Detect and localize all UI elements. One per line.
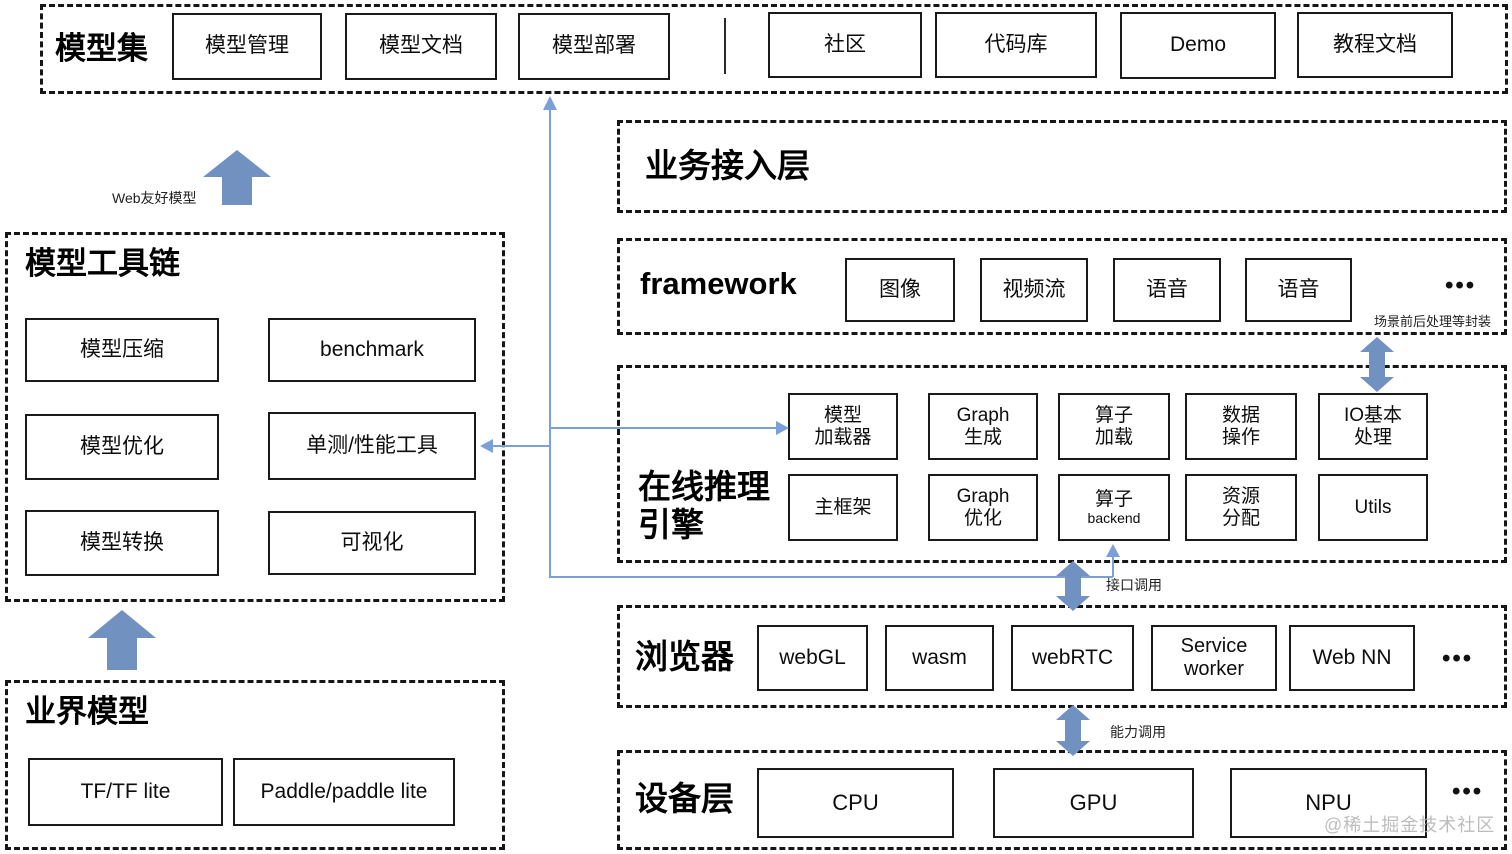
double-arrow-capability-call xyxy=(1056,705,1090,756)
browser-ellipsis: ••• xyxy=(1442,645,1474,672)
box-model-manage: 模型管理 xyxy=(172,13,322,80)
box-npu: NPU xyxy=(1230,768,1427,838)
box-unit-perf-tool: 单测/性能工具 xyxy=(268,412,476,480)
box-model-loader: 模型 加载器 xyxy=(788,393,898,460)
label-capability-call: 能力调用 xyxy=(1110,724,1166,740)
framework-ellipsis: ••• xyxy=(1445,272,1477,299)
panel-business-layer xyxy=(617,120,1507,213)
box-web-nn: Web NN xyxy=(1289,625,1415,691)
box-gpu: GPU xyxy=(993,768,1194,838)
box-cpu: CPU xyxy=(757,768,954,838)
box-resource-alloc: 资源 分配 xyxy=(1185,474,1297,541)
toolchain-title: 模型工具链 xyxy=(25,246,180,281)
box-main-framework: 主框架 xyxy=(788,474,898,541)
operator-backend-sub: backend xyxy=(1087,509,1141,526)
double-arrow-api-call xyxy=(1056,561,1090,611)
box-graph-generate: Graph 生成 xyxy=(928,393,1038,460)
box-image: 图像 xyxy=(845,258,955,322)
box-tf-lite: TF/TF lite xyxy=(28,758,223,826)
box-data-ops: 数据 操作 xyxy=(1185,393,1297,460)
box-service-worker: Service worker xyxy=(1151,625,1277,691)
framework-note: 场景前后处理等封装 xyxy=(1371,311,1495,330)
up-block-arrow-industry xyxy=(88,610,156,670)
box-model-compress: 模型压缩 xyxy=(25,318,219,382)
watermark: @稀土掘金技术社区 xyxy=(1324,815,1496,835)
box-operator-load: 算子 加载 xyxy=(1058,393,1170,460)
business-layer-title: 业务接入层 xyxy=(645,147,810,184)
device-layer-title: 设备层 xyxy=(635,780,734,817)
framework-title: framework xyxy=(640,266,797,301)
arrowhead-up-model-hub xyxy=(543,96,557,110)
label-web-friendly-model: Web友好模型 xyxy=(112,190,197,206)
box-model-doc: 模型文档 xyxy=(345,13,497,80)
box-visualization: 可视化 xyxy=(268,511,476,575)
box-community: 社区 xyxy=(768,12,922,78)
box-benchmark: benchmark xyxy=(268,318,476,382)
browser-title: 浏览器 xyxy=(635,638,734,675)
box-model-optimize: 模型优化 xyxy=(25,414,219,480)
box-utils: Utils xyxy=(1318,474,1428,541)
box-tutorial-doc: 教程文档 xyxy=(1297,12,1453,78)
box-speech-1: 语音 xyxy=(1113,258,1221,322)
up-block-arrow-web-friendly xyxy=(203,150,271,205)
box-webrtc: webRTC xyxy=(1011,625,1134,691)
box-model-convert: 模型转换 xyxy=(25,510,219,576)
box-speech-2: 语音 xyxy=(1245,258,1352,322)
box-code-repo: 代码库 xyxy=(935,12,1097,78)
model-hub-divider xyxy=(724,18,726,74)
box-paddle-lite: Paddle/paddle lite xyxy=(233,758,455,826)
box-webgl: webGL xyxy=(757,625,868,691)
box-model-deploy: 模型部署 xyxy=(518,13,670,80)
operator-backend-top: 算子 xyxy=(1094,488,1133,510)
box-operator-backend: 算子 backend xyxy=(1058,474,1170,541)
model-hub-title: 模型集 xyxy=(55,31,148,66)
box-io-basic: IO基本 处理 xyxy=(1318,393,1428,460)
box-graph-optimize: Graph 优化 xyxy=(928,474,1038,541)
box-wasm: wasm xyxy=(885,625,994,691)
inference-engine-title: 在线推理 引擎 xyxy=(638,468,770,543)
label-api-call: 接口调用 xyxy=(1106,577,1162,593)
device-ellipsis: ••• xyxy=(1452,778,1484,805)
box-video-stream: 视频流 xyxy=(980,258,1088,322)
industry-models-title: 业界模型 xyxy=(25,694,149,729)
box-demo: Demo xyxy=(1120,12,1276,79)
